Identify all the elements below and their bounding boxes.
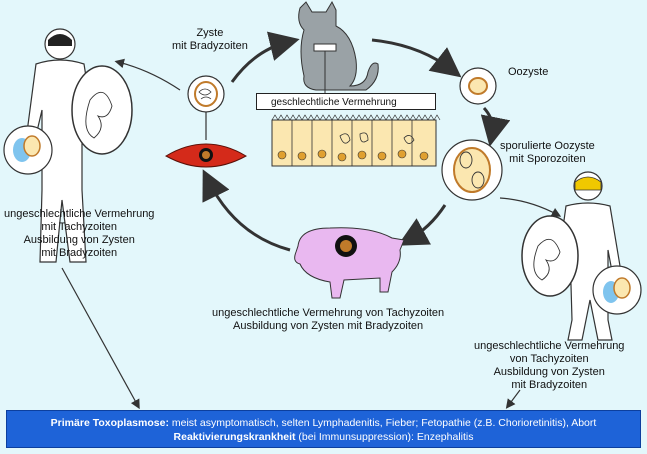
cyst-label-line1: Zyste <box>196 27 224 39</box>
pig-label: ungeschlechtliche Vermehrung von Tachyzo… <box>212 307 444 333</box>
info-reactivation-text: (bei Immunsuppression): Enzephalitis <box>295 431 474 443</box>
human-left-line4: mit Bradyzoiten <box>41 247 118 259</box>
sporulated-oocyst-icon <box>441 139 503 201</box>
info-primary-text: meist asymptomatisch, selten Lymphadenit… <box>168 417 597 429</box>
human-left-line2: mit Tachyzoiten <box>41 221 118 233</box>
arrow-cyst-to-cat <box>230 31 300 83</box>
info-line-2: Reaktivierungskrankheit (bei Immunsuppre… <box>7 430 640 444</box>
human-right-line4: mit Bradyzoiten <box>511 379 588 391</box>
human-left-line1: ungeschlechtliche Vermehrung <box>4 208 155 220</box>
info-reactivation-title: Reaktivierungskrankheit <box>173 431 296 443</box>
sporulated-label-line2: mit Sporozoiten <box>509 153 586 165</box>
arrow-oocyst-to-sporulated <box>480 106 511 147</box>
info-line-1: Primäre Toxoplasmose: meist asymptomatis… <box>7 416 640 430</box>
human-right-line1: ungeschlechtliche Vermehrung <box>474 340 625 352</box>
sporulated-label-line1: sporulierte Oozyste <box>500 140 595 152</box>
oocyst-icon <box>459 67 497 105</box>
sporulated-label: sporulierte Oozyste mit Sporozoiten <box>500 140 595 166</box>
info-primary-title: Primäre Toxoplasmose: <box>50 417 169 429</box>
clinical-info-box: Primäre Toxoplasmose: meist asymptomatis… <box>6 410 641 448</box>
cat-icon <box>298 0 379 93</box>
pig-label-line1: ungeschlechtliche Vermehrung von Tachyzo… <box>212 307 445 319</box>
pig-icon <box>294 227 405 299</box>
human-left-icon <box>3 28 133 263</box>
sexual-reproduction-label: geschlechtliche Vermehrung <box>256 93 436 110</box>
human-right-line2: von Tachyzoiten <box>509 353 589 365</box>
arrow-cat-to-oocyst <box>371 38 462 78</box>
muscle-cell-icon <box>164 143 248 168</box>
human-right-label: ungeschlechtliche Vermehrung von Tachyzo… <box>474 340 624 392</box>
arrow-human-left-to-info <box>61 267 140 410</box>
human-left-label: ungeschlechtliche Vermehrung mit Tachyzo… <box>4 208 154 260</box>
arrow-pig-to-muscle <box>202 169 291 252</box>
human-left-line3: Ausbildung von Zysten <box>23 234 135 246</box>
pig-label-line2: Ausbildung von Zysten mit Bradyzoiten <box>233 320 424 332</box>
cyst-label-line2: mit Bradyzoiten <box>172 40 248 52</box>
cyst-label: Zyste mit Bradyzoiten <box>172 27 248 53</box>
arrow-cyst-to-human-left <box>114 58 181 91</box>
arrow-sporulated-to-pig <box>397 204 447 246</box>
intestine-cells <box>271 114 441 167</box>
human-right-icon <box>521 171 642 341</box>
arrow-sporulated-to-human-right <box>499 197 562 217</box>
sexual-reproduction-text: geschlechtliche Vermehrung <box>271 97 397 108</box>
oocyst-label: Oozyste <box>508 66 549 78</box>
cyst-icon <box>187 75 225 113</box>
arrow-human-right-to-info <box>505 389 521 409</box>
human-right-line3: Ausbildung von Zysten <box>493 366 605 378</box>
